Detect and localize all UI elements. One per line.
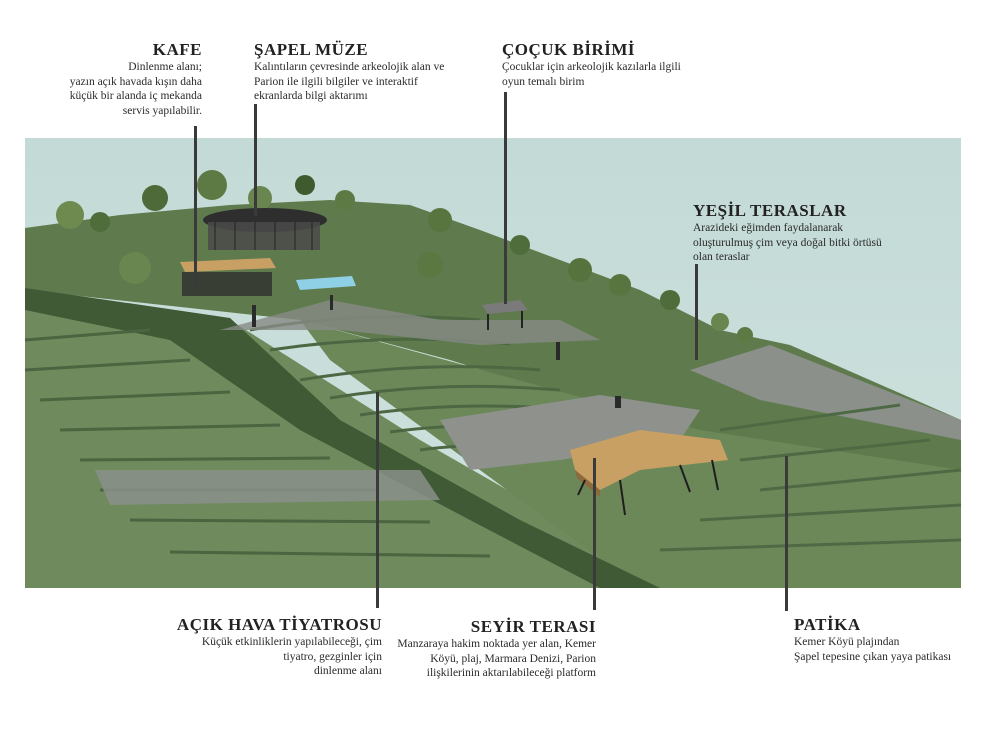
- label-yesil-desc-3: olan teraslar: [693, 251, 750, 263]
- central-plaza-path: [440, 395, 700, 470]
- label-yesil-desc-2: oluşturulmuş çim veya doğal bitki örtüsü: [693, 236, 882, 249]
- label-tiyatro: AÇIK HAVA TİYATROSU Küçük etkinliklerin …: [170, 615, 382, 679]
- label-patika-title: PATİKA: [794, 615, 861, 634]
- label-kafe-title: KAFE: [152, 40, 202, 59]
- label-patika: PATİKA Kemer Köyü plajından Şapel tepesi…: [794, 615, 984, 664]
- left-path: [95, 470, 440, 505]
- label-seyir: SEYİR TERASI Manzaraya hakim noktada yer…: [380, 617, 596, 681]
- label-tiyatro-desc-1: Küçük etkinliklerin yapılabileceği, çim: [201, 636, 382, 648]
- label-kafe-desc-1: Dinlenme alanı;: [128, 61, 202, 73]
- label-sapel: ŞAPEL MÜZE Kalıntıların çevresinde arkeo…: [254, 40, 474, 104]
- leader-sapel: [254, 104, 257, 216]
- label-cocuk: ÇOÇUK BİRİMİ Çocuklar için arkeolojik ka…: [502, 40, 722, 89]
- upper-path: [220, 300, 600, 345]
- label-tiyatro-desc-3: dinlenme alanı: [313, 665, 382, 677]
- label-patika-desc-1: Kemer Köyü plajından: [794, 636, 900, 648]
- trees: [56, 170, 753, 343]
- label-seyir-desc-3: ilişkilerinin aktarılabileceği platform: [426, 667, 596, 679]
- people: [252, 295, 621, 408]
- pool: [296, 276, 356, 290]
- leader-seyir: [593, 458, 596, 610]
- kids-unit-structure: [482, 300, 528, 330]
- label-sapel-desc-2: Parion ile ilgili bilgiler ve interaktif: [254, 75, 418, 88]
- label-seyir-desc-2: Köyü, plaj, Marmara Denizi, Parion: [430, 652, 596, 665]
- label-kafe-desc-4: servis yapılabilir.: [122, 104, 202, 117]
- label-cocuk-desc-2: oyun temalı birim: [502, 75, 585, 88]
- leader-tiyatro: [376, 392, 379, 608]
- label-yesil-desc-1: Arazideki eğimden faydalanarak: [693, 222, 844, 234]
- leader-kafe: [194, 126, 197, 286]
- label-cocuk-desc-1: Çocuklar için arkeolojik kazılarla ilgil…: [502, 61, 681, 73]
- label-kafe: KAFE Dinlenme alanı; yazın açık havada k…: [20, 40, 202, 118]
- label-yesil-title: YEŞİL TERASLAR: [693, 201, 847, 220]
- ridge-slope: [25, 288, 660, 588]
- label-tiyatro-title: AÇIK HAVA TİYATROSU: [176, 615, 382, 634]
- right-terrace-risers: [659, 403, 962, 552]
- label-seyir-desc-1: Manzaraya hakim noktada yer alan, Kemer: [397, 638, 596, 650]
- label-sapel-desc-3: ekranlarda bilgi aktarımı: [254, 90, 368, 102]
- label-kafe-desc-2: yazın açık havada kışın daha: [69, 75, 202, 88]
- chapel-museum-pavilion: [203, 208, 327, 250]
- label-cocuk-title: ÇOÇUK BİRİMİ: [502, 40, 636, 59]
- label-seyir-title: SEYİR TERASI: [470, 617, 596, 636]
- leader-yesil: [695, 264, 698, 360]
- label-kafe-desc-3: küçük bir alanda iç mekanda: [69, 90, 202, 102]
- hill-path: [690, 345, 961, 440]
- label-yesil: YEŞİL TERASLAR Arazideki eğimden faydala…: [693, 201, 923, 265]
- leader-patika: [785, 456, 788, 611]
- cafe-structure: [180, 258, 276, 296]
- leader-cocuk: [504, 92, 507, 304]
- label-patika-desc-2: Şapel tepesine çıkan yaya patikası: [794, 650, 952, 663]
- label-tiyatro-desc-2: tiyatro, gezginler için: [283, 650, 382, 663]
- label-sapel-desc-1: Kalıntıların çevresinde arkeolojik alan …: [254, 61, 445, 73]
- label-sapel-title: ŞAPEL MÜZE: [254, 40, 369, 59]
